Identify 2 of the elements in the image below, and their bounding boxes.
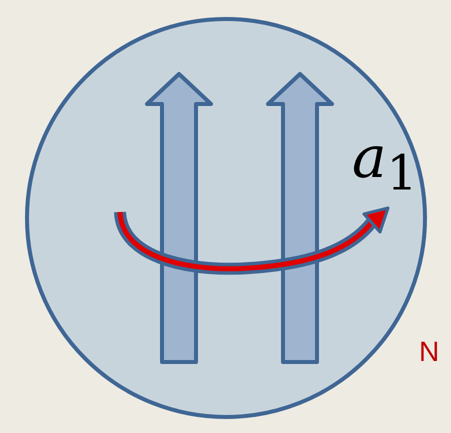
symbol-label: a$_{1}$ [352, 128, 418, 198]
region-label: N [419, 338, 440, 366]
